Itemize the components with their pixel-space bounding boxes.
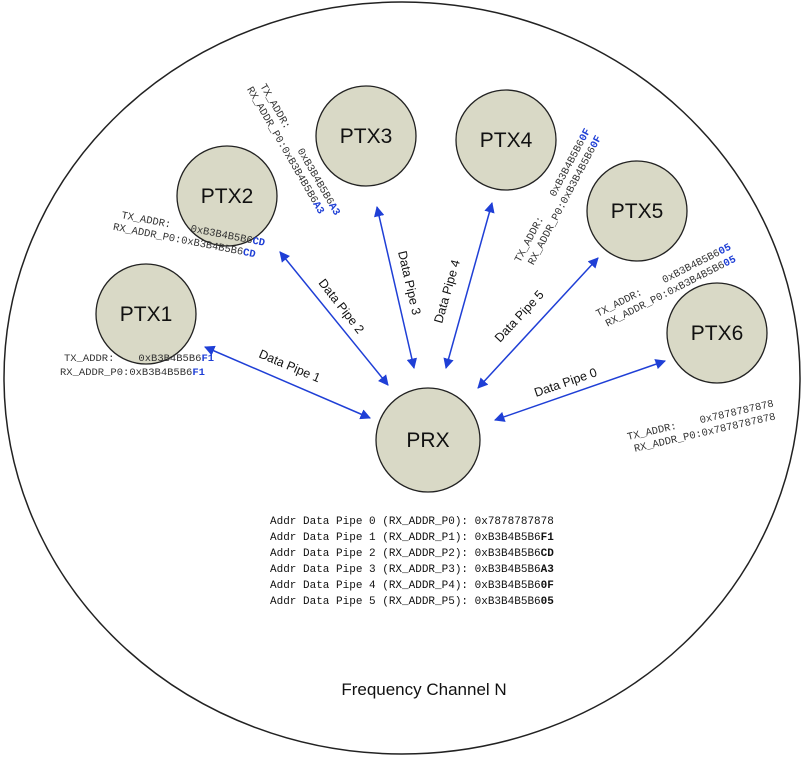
pipe-2-arrow [279, 251, 389, 386]
address-table-row: Addr Data Pipe 2 (RX_ADDR_P2): 0xB3B4B5B… [270, 548, 554, 560]
pipe-3-arrow [373, 205, 418, 370]
frequency-channel-label: Frequency Channel N [341, 680, 506, 699]
ptx6-node: PTX6 [666, 282, 768, 384]
address-table: Addr Data Pipe 0 (RX_ADDR_P0): 0x7878787… [270, 516, 554, 608]
ptx3-label: PTX3 [340, 125, 393, 148]
address-table-row: Addr Data Pipe 3 (RX_ADDR_P3): 0xB3B4B5B… [270, 564, 554, 576]
pipe-4-arrow [443, 201, 495, 370]
ptx5-node: PTX5 [586, 160, 688, 262]
pipe-0-arrow [494, 359, 666, 422]
ptx1-tx-addr: TX_ADDR:0xB3B4B5B6F1 [64, 353, 214, 365]
ptx3-node: PTX3 [315, 85, 417, 187]
prx-node: PRX [375, 387, 481, 493]
ptx1-node: PTX1 [95, 263, 197, 365]
prx-label: PRX [406, 429, 449, 452]
data-pipe-arrows [204, 201, 666, 422]
ptx2-label: PTX2 [201, 185, 254, 208]
ptx4-label: PTX4 [480, 129, 533, 152]
address-table-row: Addr Data Pipe 5 (RX_ADDR_P5): 0xB3B4B5B… [270, 596, 554, 608]
ptx1-rx-addr: RX_ADDR_P0:0xB3B4B5B6F1 [60, 367, 205, 379]
ptx5-label: PTX5 [611, 200, 664, 223]
address-table-row: Addr Data Pipe 1 (RX_ADDR_P1): 0xB3B4B5B… [270, 532, 554, 544]
ptx1-label: PTX1 [120, 303, 173, 326]
address-table-row: Addr Data Pipe 0 (RX_ADDR_P0): 0x7878787… [270, 516, 554, 528]
address-table-row: Addr Data Pipe 4 (RX_ADDR_P4): 0xB3B4B5B… [270, 580, 554, 592]
ptx4-node: PTX4 [455, 89, 557, 191]
ptx6-label: PTX6 [691, 322, 744, 345]
ptx2-node: PTX2 [176, 145, 278, 247]
